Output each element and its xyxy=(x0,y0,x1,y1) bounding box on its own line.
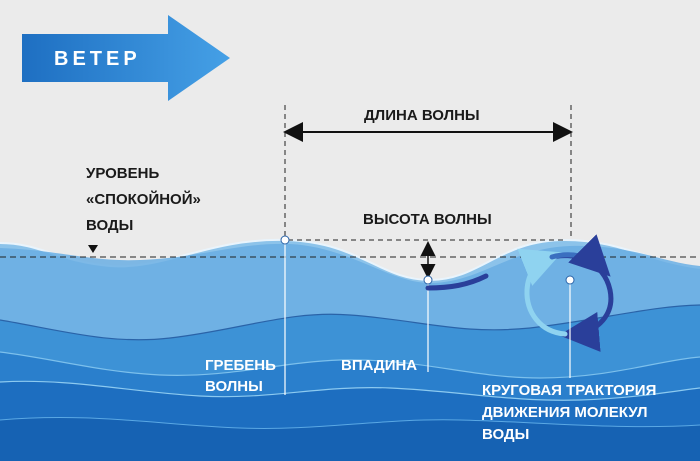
orbit-label-line1: КРУГОВАЯ ТРАКТОРИЯ xyxy=(482,382,656,399)
trough-label: ВПАДИНА xyxy=(341,357,417,374)
water-layer-bottom xyxy=(0,417,700,461)
still-water-marker xyxy=(88,245,98,253)
crest-label-line2: ВОЛНЫ xyxy=(205,378,263,395)
wave-height-label: ВЫСОТА ВОЛНЫ xyxy=(363,211,492,228)
orbit-diagram xyxy=(517,234,614,378)
wind-label: ВЕТЕР xyxy=(54,48,141,70)
crest-point xyxy=(280,235,290,245)
orbit-center-point xyxy=(565,275,575,285)
water-layer-deepest-line xyxy=(0,380,700,401)
orbit-arc-top xyxy=(549,234,611,277)
crest-label-line1: ГРЕБЕНЬ xyxy=(205,357,276,374)
still-water-label-line1: УРОВЕНЬ xyxy=(86,165,159,182)
water-layer-deeper-line xyxy=(0,351,700,379)
water-layer-bottom-line xyxy=(0,416,700,429)
trough-point xyxy=(423,275,433,285)
orbit-arc-light xyxy=(517,248,568,337)
orbit-label-line3: ВОДЫ xyxy=(482,426,529,443)
still-water-label-line3: ВОДЫ xyxy=(86,217,133,234)
wavelength-label: ДЛИНА ВОЛНЫ xyxy=(364,107,480,124)
still-water-label-line2: «СПОКОЙНОЙ» xyxy=(86,190,201,208)
orbit-label-line2: ДВИЖЕНИЯ МОЛЕКУЛ xyxy=(482,404,648,421)
wind-arrow: ВЕТЕР xyxy=(22,15,230,101)
motion-arc xyxy=(425,273,489,291)
